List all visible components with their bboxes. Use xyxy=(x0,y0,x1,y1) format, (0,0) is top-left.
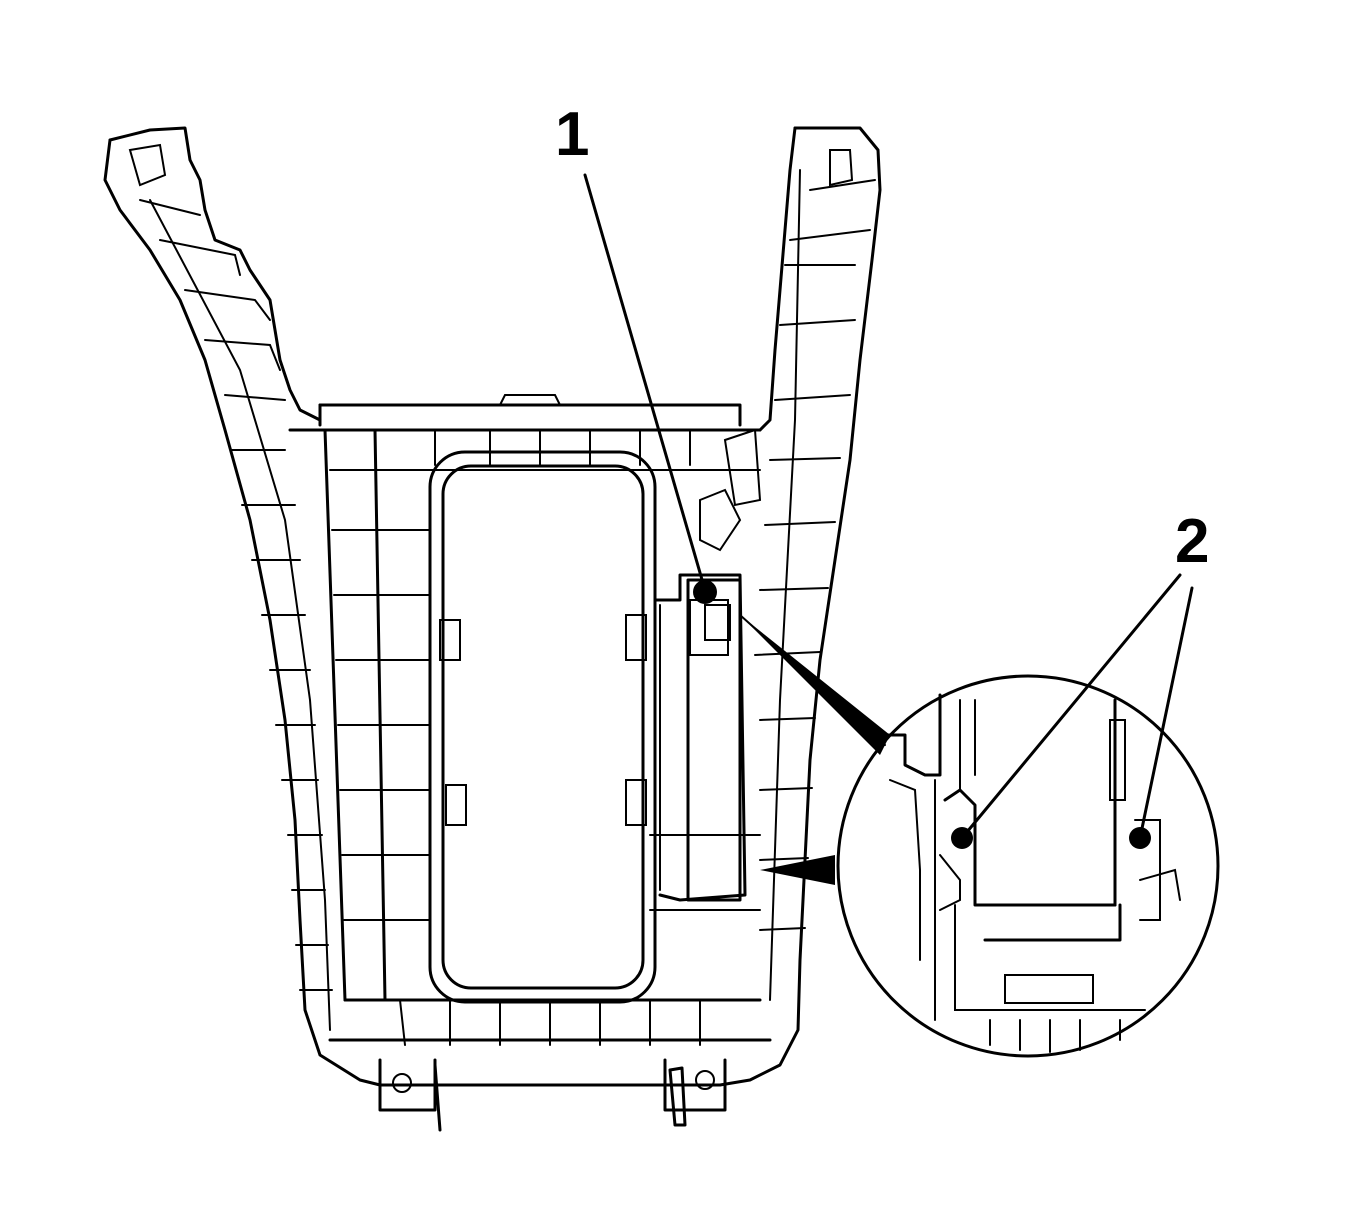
inner-tray-frame xyxy=(288,394,762,1046)
detail-magnifier xyxy=(836,674,1220,1058)
shifter-opening xyxy=(428,450,657,1004)
console-outer-shell xyxy=(103,126,882,1087)
detail-pointers xyxy=(739,614,890,885)
callout-1-label: 1 xyxy=(555,100,589,169)
left-arm-ribs xyxy=(128,143,333,1031)
callout-2-label: 2 xyxy=(1175,507,1209,576)
bottom-mounting-tabs xyxy=(378,1058,727,1132)
callout-leaders xyxy=(583,173,1194,849)
switch-module xyxy=(649,428,762,911)
right-arm-ribs xyxy=(754,149,876,1001)
